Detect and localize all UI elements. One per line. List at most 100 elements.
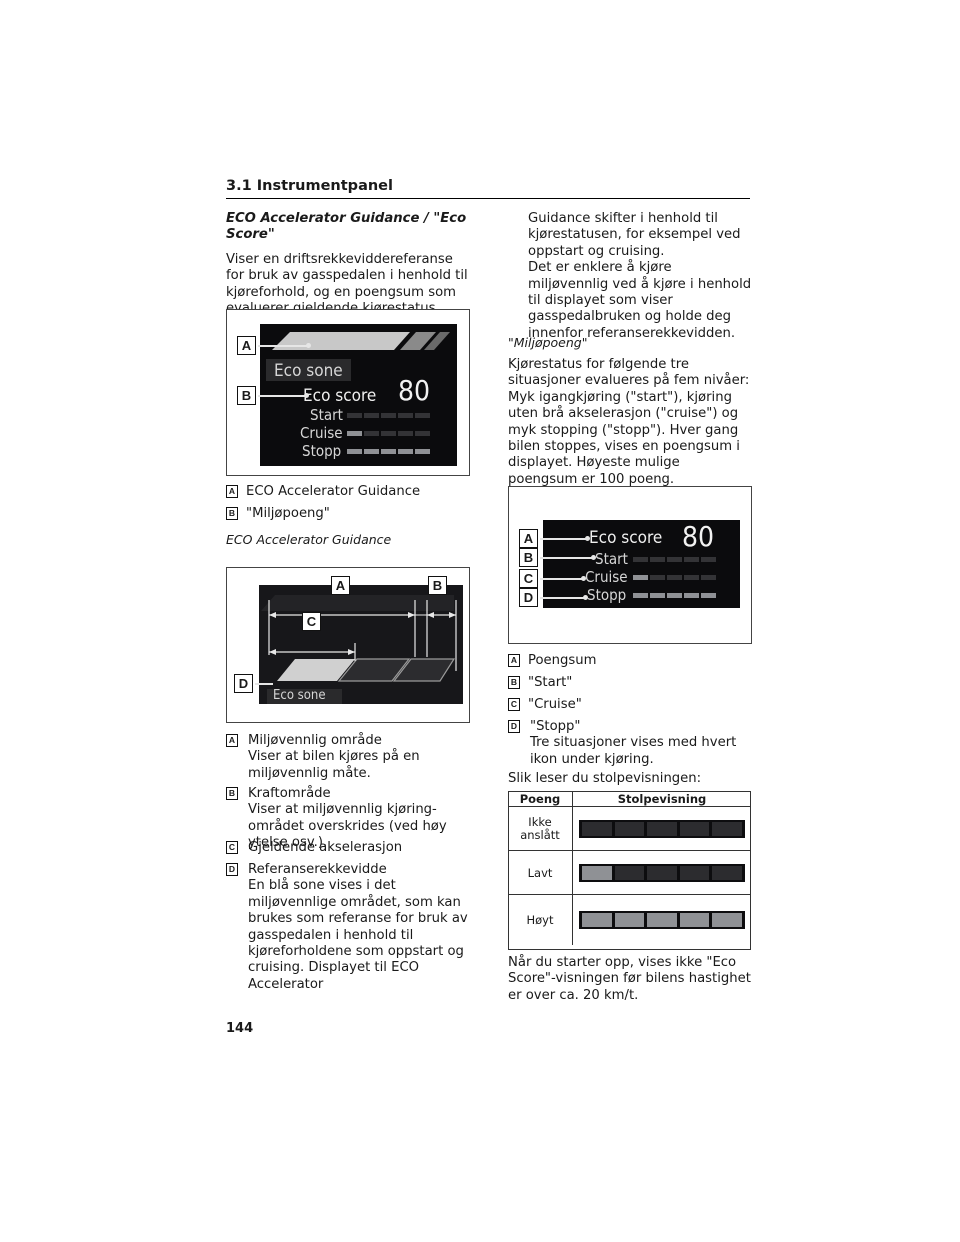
- legend-key: D: [226, 863, 238, 876]
- section-title: 3.1 Instrumentpanel: [226, 178, 393, 194]
- legend-title: Gjeldende akselerasjon: [248, 840, 403, 855]
- bar-segment: [582, 821, 612, 836]
- score-value: 80: [398, 374, 431, 407]
- level-segment: [684, 575, 699, 580]
- legend-key: D: [508, 720, 520, 733]
- figure-eco-score-rows: Eco score 80 Start Cruise Stopp A B C D: [508, 486, 752, 644]
- legend-key: A: [226, 734, 238, 747]
- right-cont-2: Det er enklere å kjøre miljøvennlig ved …: [528, 260, 752, 341]
- bar-segment: [614, 865, 645, 880]
- bar-visual: [579, 819, 745, 838]
- bar-segment: [614, 912, 645, 927]
- callout-a-leader: [540, 538, 587, 540]
- callout-c-leader: [540, 578, 583, 580]
- level-segment: [701, 593, 716, 598]
- bar-segment: [647, 865, 677, 880]
- level-segment: [415, 413, 430, 418]
- level-segment: [684, 593, 699, 598]
- row-label-stopp: Stopp: [587, 586, 627, 604]
- legend-desc: En blå sone vises i det miljøvennlige om…: [248, 878, 468, 992]
- guidance-screen: Eco sone: [259, 585, 463, 704]
- legend-desc: Viser at miljøvennlig kjøring-området ov…: [248, 802, 447, 851]
- legend-item-a: A Poengsum: [508, 653, 596, 669]
- row-label: Ikke anslått: [508, 806, 573, 851]
- callout-a-dot: [585, 536, 590, 541]
- level-segment: [650, 557, 665, 562]
- figure-eco-accelerator-guidance: Eco sone A B C D: [226, 567, 470, 723]
- closing-paragraph: Når du starter opp, vises ikke "Eco Scor…: [508, 955, 751, 1003]
- level-segment: [667, 557, 682, 562]
- row-label-cruise: Cruise: [300, 424, 343, 442]
- eco-score-text: Eco score: [303, 386, 377, 406]
- level-segment: [415, 449, 430, 454]
- table-row: Lavt: [508, 850, 751, 895]
- eco-sone-text: Eco sone: [274, 361, 343, 381]
- legend-title: Referanserekkevidde: [248, 862, 387, 877]
- row-label-start: Start: [310, 406, 343, 424]
- right-paragraph: Kjørestatus for følgende tre situasjoner…: [508, 357, 750, 487]
- callout-b: B: [519, 548, 538, 567]
- guidance-diagram: [261, 595, 457, 704]
- level-segment: [364, 413, 379, 418]
- callout-a-dot: [306, 343, 311, 348]
- legend-title: Kraftområde: [248, 786, 331, 801]
- row-label-stopp: Stopp: [302, 442, 342, 460]
- legend-item-b: B"Miljøpoeng": [226, 506, 330, 522]
- callout-c: C: [519, 569, 538, 588]
- score-screen: Eco score 80 Start Cruise Stopp: [543, 520, 740, 608]
- legend-text: ECO Accelerator Guidance: [246, 484, 421, 499]
- bar-segment: [647, 912, 677, 927]
- level-segment: [364, 449, 379, 454]
- callout-b-leader: [258, 395, 306, 397]
- row-label: Lavt: [508, 850, 573, 895]
- bar-segment: [679, 912, 710, 927]
- page-number: 144: [226, 1021, 254, 1036]
- legend-key: C: [226, 841, 238, 854]
- callout-b: B: [237, 386, 256, 405]
- legend-key: C: [508, 698, 520, 711]
- bar-visual: [579, 910, 745, 929]
- level-segment: [364, 431, 379, 436]
- bar-segment: [647, 821, 677, 836]
- figure-eco-score-display: Eco sone Eco score 80 Start Cruise Stopp…: [226, 309, 470, 476]
- left-heading: ECO Accelerator Guidance / "Eco Score": [226, 211, 467, 243]
- bar-visual: [579, 863, 745, 882]
- legend-item-d: D Referanserekkevidde En blå sone vises …: [226, 862, 468, 992]
- level-segment: [650, 593, 665, 598]
- level-segment: [347, 413, 362, 418]
- level-segment: [633, 593, 648, 598]
- legend-key: B: [508, 676, 520, 689]
- legend-item-b: B"Start": [508, 675, 572, 691]
- table-header-stolpevisning: Stolpevisning: [572, 791, 751, 807]
- legend-key: A: [508, 654, 520, 667]
- eco-score-text: Eco score: [589, 528, 663, 548]
- row-label-cruise: Cruise: [585, 568, 628, 586]
- callout-d-dot: [583, 595, 588, 600]
- bar-segment: [582, 865, 612, 880]
- right-subheading: "Miljøpoeng": [508, 335, 588, 350]
- legend-title: Miljøvennlig område: [248, 733, 382, 748]
- legend-key: B: [226, 507, 238, 520]
- bar-segment: [582, 912, 612, 927]
- level-segment: [381, 431, 396, 436]
- legend-desc: Viser at bilen kjøres på en miljøvennlig…: [248, 749, 420, 781]
- table-row: Ikke anslått: [508, 806, 751, 851]
- callout-d: D: [234, 674, 253, 693]
- row-label-start: Start: [595, 550, 628, 568]
- legend-title: Poengsum: [528, 653, 597, 668]
- right-continuation: Guidance skifter i henhold til kjørestat…: [528, 211, 752, 342]
- right-cont-1: Guidance skifter i henhold til kjørestat…: [528, 211, 741, 259]
- callout-d-leader: [255, 683, 273, 685]
- legend-item-c: C"Cruise": [508, 697, 582, 713]
- legend-title: "Stopp": [530, 719, 581, 734]
- left-column-intro: ECO Accelerator Guidance / "Eco Score" V…: [226, 211, 474, 317]
- table-row: Høyt: [508, 894, 751, 945]
- bar-segment: [679, 865, 710, 880]
- level-segment: [398, 449, 413, 454]
- legend-item-d: D "Stopp" Tre situasjoner vises med hver…: [508, 719, 736, 767]
- bar-segment: [614, 821, 645, 836]
- left-subheading: ECO Accelerator Guidance: [226, 532, 392, 547]
- callout-a: A: [331, 576, 350, 595]
- level-segment: [398, 413, 413, 418]
- callout-b-dot: [304, 393, 309, 398]
